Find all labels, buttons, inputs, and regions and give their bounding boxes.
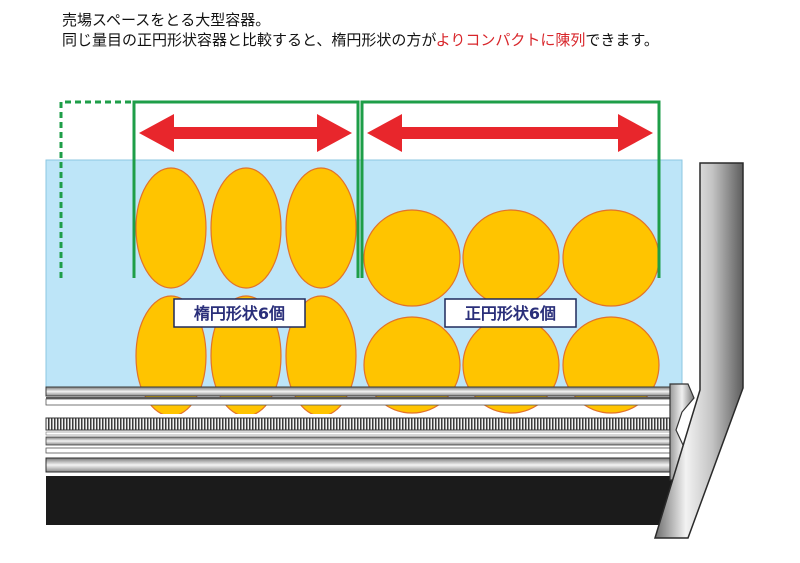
- caption-highlight: よりコンパクトに陳列: [435, 31, 586, 49]
- caption-line-2-start: 同じ量目の正円形状容器と比較すると、楕円形状の方が: [62, 31, 436, 49]
- ellipse-container: [210, 167, 282, 289]
- ellipse-container: [135, 167, 207, 289]
- circle-container: [363, 209, 461, 307]
- circle-container: [562, 209, 660, 307]
- caption-line-1: 売場スペースをとる大型容器。: [62, 11, 271, 29]
- ellipse-width-arrow: [139, 114, 352, 152]
- circle-width-bracket: [360, 100, 661, 278]
- circle-width-arrow: [367, 114, 653, 152]
- ellipse-count-text: 楕円形状6個: [194, 304, 285, 323]
- display-case-front: [45, 162, 744, 539]
- caption: 売場スペースをとる大型容器。 同じ量目の正円形状容器と比較すると、楕円形状の方が…: [62, 10, 792, 50]
- width-brackets: [59, 100, 661, 278]
- circle-count-text: 正円形状6個: [465, 304, 556, 323]
- width-arrows: [139, 114, 653, 152]
- upper-rail: [45, 386, 687, 397]
- corner-post: [653, 162, 744, 539]
- ellipse-container: [285, 167, 357, 289]
- ellipse-count-label: 楕円形状6個: [173, 298, 306, 328]
- serrated-rail: [45, 417, 671, 431]
- saved-space-indicator: [59, 100, 134, 278]
- circle-container: [462, 209, 560, 307]
- circle-count-label: 正円形状6個: [444, 298, 577, 328]
- ellipse-width-bracket: [132, 100, 360, 278]
- base-panel: [46, 476, 680, 525]
- caption-line-2: 同じ量目の正円形状容器と比較すると、楕円形状の方がよりコンパクトに陳列できます。: [62, 30, 792, 50]
- caption-line-2-end: できます。: [585, 31, 659, 49]
- lower-rail: [45, 457, 671, 473]
